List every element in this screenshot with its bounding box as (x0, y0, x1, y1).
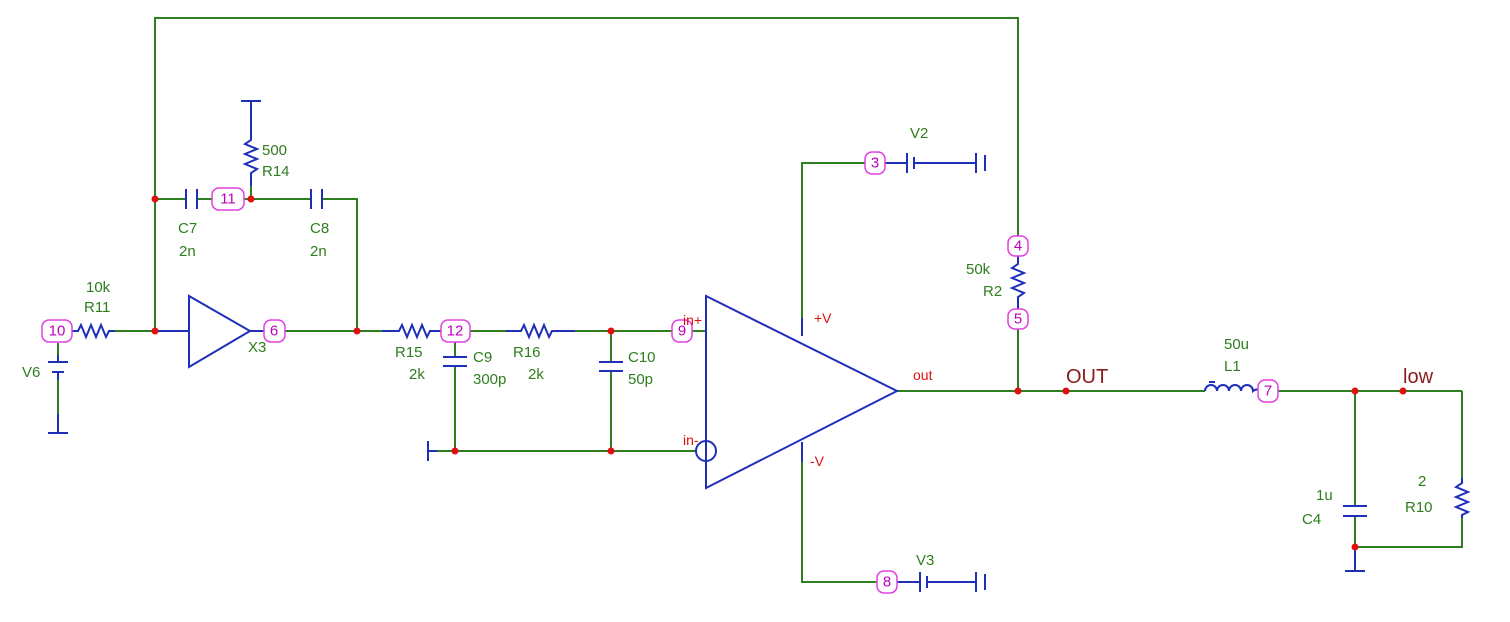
v2-name: V2 (910, 125, 928, 142)
junction-dot (1351, 387, 1359, 395)
r14-name: R14 (262, 163, 290, 180)
v3-name: V3 (916, 552, 934, 569)
junction-dot (1351, 543, 1359, 551)
node-4-label: 4 (1014, 238, 1022, 255)
opamp-pin-out: out (913, 367, 933, 383)
net-labels: OUT low (1066, 366, 1434, 388)
c8-value: 2n (310, 243, 327, 260)
c10-name: C10 (628, 349, 656, 366)
resistor-r15[interactable] (382, 322, 441, 340)
node-markers: 10 11 6 12 9 3 8 4 5 7 (41, 151, 1279, 594)
r16-name: R16 (513, 344, 541, 361)
c9-value: 300p (473, 371, 506, 388)
resistor-r2[interactable] (1009, 256, 1027, 309)
node-4-marker[interactable] (1007, 235, 1029, 257)
node-12-label: 12 (447, 323, 464, 340)
v6-name: V6 (22, 364, 40, 381)
wire-minusv-node8[interactable] (801, 442, 877, 583)
wire-c8-to-x3out[interactable] (322, 198, 358, 331)
r16-value: 2k (528, 366, 544, 383)
r10-value: 2 (1418, 473, 1426, 490)
net-label-out: OUT (1066, 366, 1108, 388)
opamp-pin-in-plus: in+ (683, 312, 702, 328)
resistor-r11[interactable] (72, 322, 115, 340)
c7-name: C7 (178, 220, 197, 237)
node-12-marker[interactable] (440, 319, 471, 343)
resistor-r10[interactable] (1453, 478, 1471, 518)
node-10-label: 10 (49, 323, 66, 340)
node-11-label: 11 (220, 191, 236, 208)
r11-value: 10k (86, 279, 111, 296)
components (48, 100, 1471, 592)
l1-value: 50u (1224, 336, 1249, 353)
r2-value: 50k (966, 261, 991, 278)
junction-dot (1399, 387, 1407, 395)
node-9-label: 9 (678, 323, 686, 340)
r14-value: 500 (262, 142, 287, 159)
opamp[interactable] (705, 294, 900, 490)
wire-r10-c4[interactable] (1355, 518, 1463, 548)
r11-name: R11 (84, 299, 110, 316)
r15-value: 2k (409, 366, 425, 383)
node-8-label: 8 (883, 574, 891, 591)
junction-dot (151, 327, 159, 335)
junctions (151, 195, 1407, 551)
node-7-marker[interactable] (1257, 379, 1279, 403)
junction-dot (151, 195, 159, 203)
node-5-label: 5 (1014, 311, 1022, 328)
node-3-marker[interactable] (864, 151, 886, 175)
c4-name: C4 (1302, 511, 1321, 528)
wire-feedback-top[interactable] (154, 17, 1019, 236)
resistor-r16[interactable] (506, 322, 575, 340)
opamp-pin-plus-v: +V (814, 310, 832, 326)
opamp-inverting-bubble (695, 440, 717, 462)
inductor-l1[interactable] (1204, 384, 1264, 394)
node-11-marker[interactable] (211, 187, 245, 211)
r10-name: R10 (1405, 499, 1433, 516)
opamp-pin-in-minus: in- (683, 432, 699, 448)
c10-value: 50p (628, 371, 653, 388)
component-labels: 10k R11 500 R14 C7 2n C8 2n X3 V6 R15 2k… (22, 125, 1433, 569)
junction-dot (247, 195, 255, 203)
node-9-marker[interactable] (671, 319, 693, 343)
junction-dot (607, 447, 615, 455)
junction-dot (607, 327, 615, 335)
node-7-label: 7 (1264, 383, 1272, 400)
resistor-r14[interactable] (242, 112, 260, 186)
node-8-marker[interactable] (876, 570, 898, 594)
wires (57, 17, 1463, 583)
l1-name: L1 (1224, 358, 1241, 375)
c8-name: C8 (310, 220, 329, 237)
buffer-x3[interactable] (188, 294, 252, 369)
junction-dot (1062, 387, 1070, 395)
r15-name: R15 (395, 344, 423, 361)
node-6-label: 6 (270, 323, 278, 340)
c7-value: 2n (179, 243, 196, 260)
c4-value: 1u (1316, 487, 1333, 504)
x3-name: X3 (248, 339, 266, 356)
node-6-marker[interactable] (263, 319, 286, 343)
junction-dot (1014, 387, 1022, 395)
junction-dot (353, 327, 361, 335)
net-label-low: low (1403, 366, 1434, 388)
c9-name: C9 (473, 349, 492, 366)
opamp-pin-minus-v: -V (810, 453, 825, 469)
node-10-marker[interactable] (41, 319, 73, 343)
opamp-pin-labels: in+ in- +V -V out (683, 310, 933, 469)
node-5-marker[interactable] (1007, 308, 1029, 330)
wire-plusv-node3[interactable] (801, 162, 865, 336)
junction-dot (451, 447, 459, 455)
node-3-label: 3 (871, 155, 879, 172)
r2-name: R2 (983, 283, 1002, 300)
